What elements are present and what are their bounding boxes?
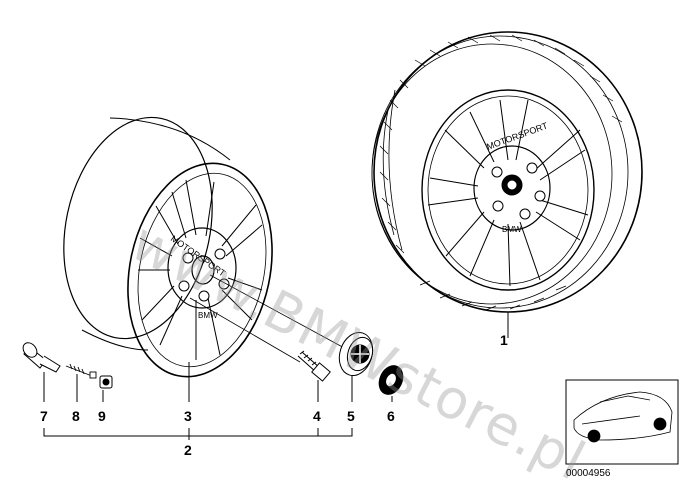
svg-text:BMW: BMW	[502, 225, 522, 234]
thumbnail-car-drawing	[565, 379, 679, 465]
callout-3[interactable]: 3	[184, 408, 192, 424]
svg-text:MOTORSPORT: MOTORSPORT	[485, 120, 549, 152]
callout-4[interactable]: 4	[313, 408, 321, 424]
valve-core-drawing	[65, 363, 97, 379]
valve-drawing	[22, 342, 61, 373]
assembly-lines	[189, 274, 349, 363]
callout-5[interactable]: 5	[347, 408, 355, 424]
rim-spokes	[138, 179, 263, 360]
leader-lines	[43, 312, 509, 440]
callout-1[interactable]: 1	[500, 332, 508, 348]
callout-7[interactable]: 7	[40, 408, 48, 424]
emblem-drawing	[378, 365, 404, 395]
svg-text:BMW: BMW	[198, 311, 218, 320]
callout-2[interactable]: 2	[184, 442, 192, 458]
callout-8[interactable]: 8	[72, 408, 80, 424]
callout-6[interactable]: 6	[387, 408, 395, 424]
wheel-bolt-drawing	[297, 350, 331, 382]
valve-cap-drawing	[99, 375, 113, 389]
hub-cap-drawing	[338, 332, 374, 376]
callout-9[interactable]: 9	[98, 408, 106, 424]
tyre-wheel-assembly: MOTORSPORT BMW	[371, 31, 643, 313]
tread-pattern	[379, 34, 623, 311]
lug-bolts	[491, 162, 546, 220]
document-number: 00004956	[566, 468, 611, 479]
